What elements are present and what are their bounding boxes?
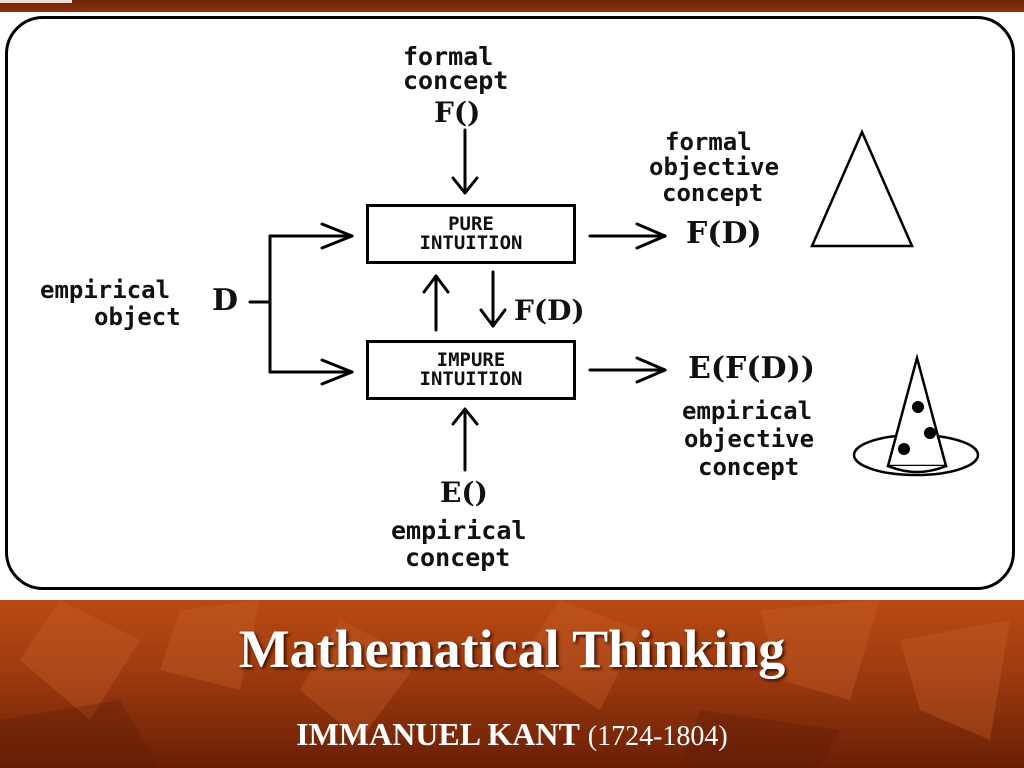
empirical-objective-line2: objective bbox=[684, 425, 815, 453]
slide-title: Mathematical Thinking bbox=[238, 619, 786, 679]
formal-objective-line1: formal bbox=[665, 128, 752, 156]
empirical-concept-line2: concept bbox=[405, 543, 511, 572]
formal-concept-symbol: F() bbox=[434, 96, 481, 129]
impure-intuition-line2: INTUITION bbox=[419, 368, 523, 390]
slide-subtitle: IMMANUEL KANT (1724-1804) bbox=[0, 716, 1024, 753]
impure-intuition-line1: IMPURE bbox=[436, 349, 506, 371]
pure-intuition-box: PURE INTUITION bbox=[366, 204, 576, 264]
pure-intuition-line1: PURE bbox=[448, 213, 494, 235]
formal-objective-line3: concept bbox=[662, 179, 764, 207]
banner-decoration bbox=[0, 600, 1010, 768]
impure-intuition-box: IMPURE INTUITION bbox=[366, 340, 576, 400]
formal-concept-line2: concept bbox=[403, 66, 509, 95]
triangle-shape bbox=[810, 128, 914, 248]
author-years: (1724-1804) bbox=[587, 721, 728, 752]
corner-tab bbox=[0, 0, 72, 3]
empirical-object-line2: object bbox=[94, 303, 181, 331]
empirical-object-line1: empirical bbox=[40, 276, 171, 304]
empirical-object-symbol: D bbox=[212, 283, 239, 318]
formal-objective-symbol: F(D) bbox=[686, 216, 762, 251]
formal-concept-line1: formal bbox=[403, 42, 494, 71]
slide-canvas bbox=[0, 12, 1024, 600]
pure-intuition-line2: INTUITION bbox=[419, 232, 523, 254]
empirical-cone-shape bbox=[852, 353, 980, 477]
formal-objective-line2: objective bbox=[649, 153, 780, 181]
empirical-objective-line3: concept bbox=[698, 453, 800, 481]
diagram-frame bbox=[5, 16, 1015, 590]
top-bar bbox=[0, 0, 1024, 12]
empirical-concept-symbol: E() bbox=[440, 476, 488, 509]
between-boxes-label: F(D) bbox=[514, 294, 585, 327]
empirical-objective-line1: empirical bbox=[682, 397, 813, 425]
empirical-objective-symbol: E(F(D)) bbox=[688, 351, 815, 386]
title-banner bbox=[0, 600, 1024, 768]
author-name: IMMANUEL KANT bbox=[296, 716, 580, 752]
empirical-concept-line1: empirical bbox=[391, 516, 527, 545]
